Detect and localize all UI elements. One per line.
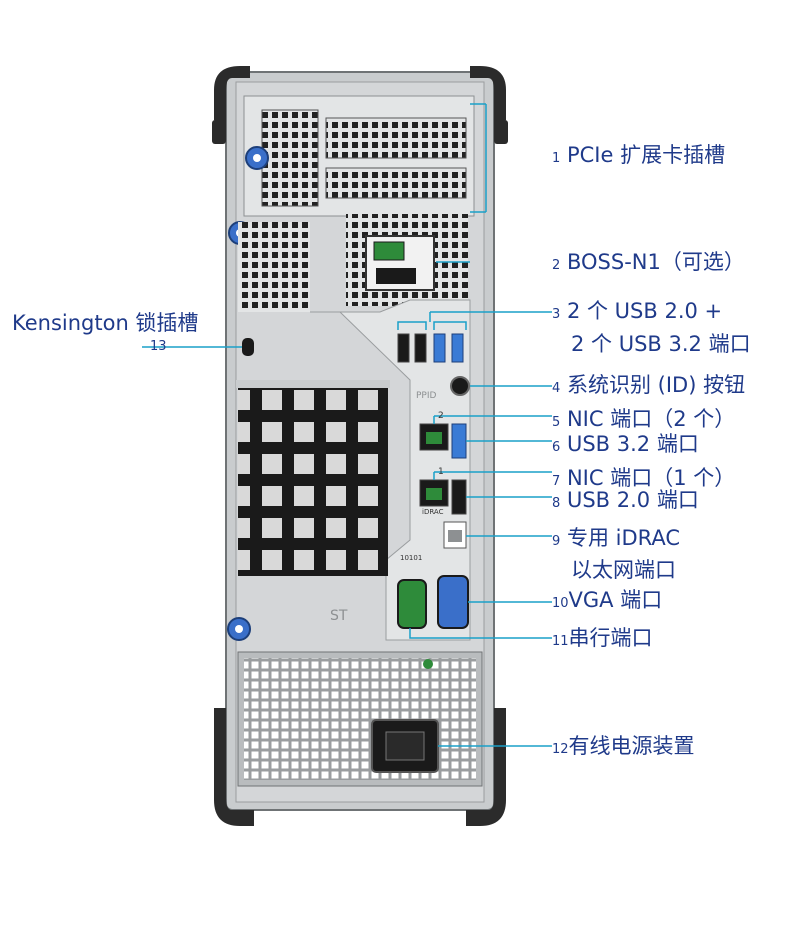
callout-1-number: 1 (552, 151, 561, 166)
callout-7-text: NIC 端口（1 个） (566, 466, 736, 490)
callout-6: 6 USB 3.2 端口 (552, 431, 699, 461)
callout-12-text: 有线电源装置 (568, 734, 695, 758)
callout-3-number: 3 (552, 307, 561, 322)
callout-5: 5 NIC 端口（2 个） (552, 406, 735, 436)
usb3-port-b (451, 333, 464, 363)
callout-4-text: 系统识别 (ID) 按钮 (566, 373, 746, 397)
usb2-port-b (414, 333, 427, 363)
callout-2: 2 BOSS-N1（可选） (552, 249, 745, 279)
callout-5-text: NIC 端口（2 个） (566, 407, 736, 431)
usb3-port-a (433, 333, 446, 363)
callout-6-text: USB 3.2 端口 (566, 432, 699, 456)
pcie-slot-1 (325, 117, 467, 159)
callout-8-text: USB 2.0 端口 (566, 488, 699, 512)
nic1-label: 1 (438, 467, 444, 477)
callout-3-text: 2 个 USB 2.0 + (566, 299, 723, 323)
thumbscrew-bottom (227, 617, 251, 641)
callout-8: 8 USB 2.0 端口 (552, 487, 699, 517)
callout-2-text: BOSS-N1（可选） (566, 250, 745, 274)
callout-3-text-2: 2 个 USB 3.2 端口 (571, 332, 751, 356)
idrac-label: iDRAC (422, 508, 444, 516)
bumper-bottom-right (466, 708, 506, 826)
thumbscrew-top (245, 146, 269, 170)
usb3-port-c (451, 423, 467, 459)
kensington-slot (242, 338, 254, 356)
fan-grille (238, 380, 388, 576)
pcie-slot-2 (325, 167, 467, 199)
vga-port (437, 575, 469, 629)
id-button (450, 376, 470, 396)
bumper-top-left (214, 66, 250, 128)
callout-11-number: 11 (552, 634, 569, 649)
callout-3-line2: 2 个 USB 3.2 端口 (571, 331, 751, 358)
callout-1: 1 PCIe 扩展卡插槽 (552, 142, 725, 172)
serial-label: 10101 (400, 554, 422, 562)
callout-9-text-2: 以太网端口 (571, 558, 676, 582)
callout-10-number: 10 (552, 596, 569, 611)
callout-12: 12有线电源装置 (552, 733, 695, 763)
usb2-port-c (451, 479, 467, 515)
callout-13-text: Kensington 锁插槽 (12, 311, 199, 335)
bumper-top-right (470, 66, 506, 128)
vent-upper-left (238, 222, 310, 312)
callout-8-number: 8 (552, 496, 561, 511)
callout-9-number: 9 (552, 534, 561, 549)
psu-led (423, 659, 433, 669)
st-label: ST (330, 608, 348, 624)
callout-11-text: 串行端口 (568, 626, 653, 650)
callout-3: 3 2 个 USB 2.0 + (552, 298, 722, 328)
callout-6-number: 6 (552, 440, 561, 455)
callout-5-number: 5 (552, 415, 561, 430)
callout-10-text: VGA 端口 (568, 588, 663, 612)
callout-7: 7 NIC 端口（1 个） (552, 465, 735, 495)
ppid-label: PPID (416, 391, 437, 401)
callout-13-text-block: Kensington 锁插槽 (12, 310, 198, 337)
usb2-port-a (397, 333, 410, 363)
callout-9-line2: 以太网端口 (571, 557, 676, 584)
callout-10: 10VGA 端口 (552, 587, 662, 617)
callout-11: 11串行端口 (552, 625, 653, 655)
nic2-label: 2 (438, 411, 444, 421)
callout-7-number: 7 (552, 474, 561, 489)
callout-13-number: 13 (150, 339, 167, 354)
callout-1-text: PCIe 扩展卡插槽 (566, 143, 726, 167)
callout-2-number: 2 (552, 258, 561, 273)
callout-9: 9 专用 iDRAC (552, 525, 680, 555)
callout-4: 4 系统识别 (ID) 按钮 (552, 372, 745, 402)
bumper-bottom-left (214, 708, 254, 826)
serial-port (397, 579, 427, 629)
callout-9-text: 专用 iDRAC (566, 526, 681, 550)
callout-12-number: 12 (552, 742, 569, 757)
io-panel (310, 299, 471, 641)
callout-4-number: 4 (552, 381, 561, 396)
